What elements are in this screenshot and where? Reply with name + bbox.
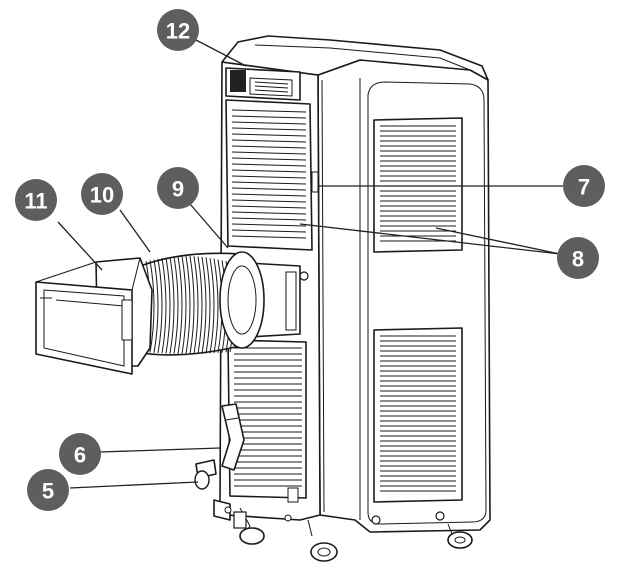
grille-slat	[231, 223, 307, 227]
grille-slat	[231, 235, 307, 239]
grille-slat	[231, 211, 307, 215]
grille-slat	[231, 229, 307, 233]
svg-text:12: 12	[166, 19, 190, 44]
hose-rib	[177, 256, 183, 354]
hose-rib	[209, 257, 215, 354]
hose-rib	[157, 258, 163, 354]
front-lower-grille	[373, 327, 463, 503]
hose-rib	[197, 256, 203, 354]
grille-slat	[231, 175, 307, 179]
hose-rib	[161, 257, 167, 354]
grille-slat	[231, 187, 307, 191]
grille-slat	[231, 217, 307, 221]
callout-10: 10	[81, 173, 123, 215]
callout-6: 6	[59, 433, 101, 475]
drain-hose	[221, 403, 245, 471]
top-exhaust-outlet	[225, 67, 301, 101]
grille-slat	[231, 115, 307, 119]
hose-rib	[153, 259, 159, 353]
grille-slat	[231, 151, 307, 155]
hose-rib	[169, 256, 175, 354]
hose-rib	[165, 257, 171, 354]
front-upper-grille	[373, 117, 463, 253]
drain-plug	[194, 459, 217, 490]
hose-rib	[205, 257, 211, 354]
callout-11: 11	[15, 179, 57, 221]
grille-slat	[231, 109, 307, 113]
lower-side-grille	[227, 339, 307, 499]
svg-text:10: 10	[90, 183, 114, 208]
svg-text:6: 6	[74, 443, 86, 468]
base-and-casters	[213, 487, 473, 562]
window-adapter	[35, 257, 153, 375]
grille-slat	[231, 169, 307, 173]
callout-7: 7	[563, 165, 605, 207]
grille-slat	[231, 145, 307, 149]
callout-8: 8	[557, 237, 599, 279]
grille-slat	[231, 121, 307, 125]
grille-slat	[231, 163, 307, 167]
svg-text:9: 9	[172, 177, 184, 202]
grille-slat	[231, 181, 307, 185]
grille-slat	[231, 205, 307, 209]
side-latch	[311, 171, 319, 193]
hose-rib	[189, 255, 195, 355]
hose-rib	[185, 255, 191, 355]
hose-rib	[193, 256, 199, 354]
callout-5: 5	[27, 469, 69, 511]
hose-rib	[173, 256, 179, 354]
hose-rib	[201, 256, 207, 354]
grille-slat	[231, 157, 307, 161]
upper-side-grille	[225, 99, 313, 251]
hose-rib	[149, 260, 155, 353]
callout-9: 9	[157, 167, 199, 209]
svg-text:8: 8	[572, 247, 584, 272]
hose-rib	[213, 258, 219, 354]
leader-lines	[57, 39, 568, 489]
grille-slat	[231, 139, 307, 143]
grille-slat	[231, 193, 307, 197]
exhaust-hose	[134, 251, 265, 356]
svg-text:5: 5	[42, 479, 54, 504]
grille-slat	[231, 199, 307, 203]
svg-text:7: 7	[578, 175, 590, 200]
grille-slat	[231, 133, 307, 137]
callout-12: 12	[157, 9, 199, 51]
grille-slat	[231, 127, 307, 131]
hose-rib	[181, 255, 187, 355]
svg-text:11: 11	[24, 189, 47, 214]
